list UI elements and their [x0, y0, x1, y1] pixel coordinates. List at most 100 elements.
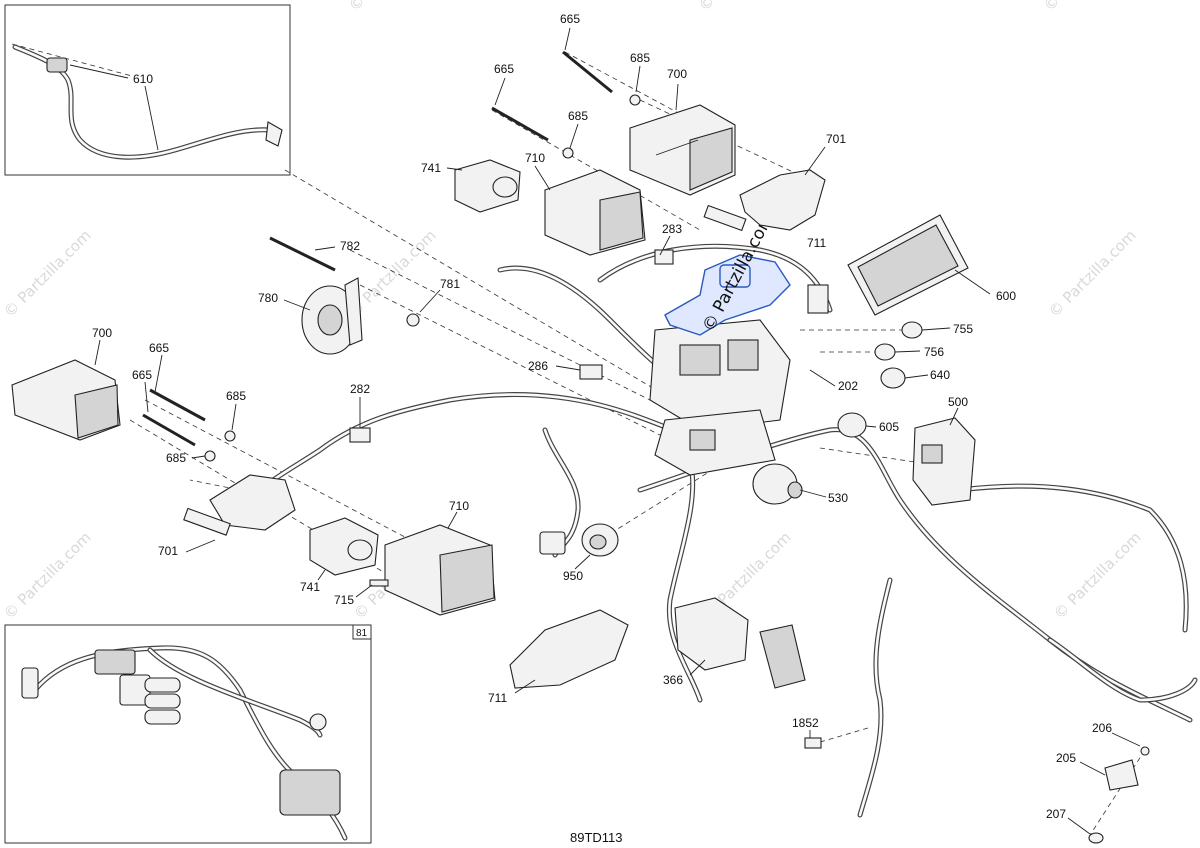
- dash-line: [349, 249, 691, 421]
- part-label-685: 685: [166, 451, 186, 465]
- part-label-665: 665: [132, 368, 152, 382]
- connector-366: [759, 624, 806, 689]
- watermark-text: © Partzilla.com: [1040, 0, 1135, 15]
- part-label-710: 710: [525, 151, 545, 165]
- connector-cluster: [279, 769, 341, 816]
- leader-line: [689, 659, 706, 676]
- part-label-711: 711: [807, 236, 826, 250]
- part-label-600: 600: [996, 289, 1016, 303]
- washer-685: [562, 147, 574, 159]
- module-700-left: [11, 359, 121, 441]
- leader-line: [94, 339, 101, 366]
- module-face: [439, 544, 495, 613]
- dash-line: [11, 43, 133, 77]
- bolt-782: [269, 236, 336, 272]
- part-label-741: 741: [300, 580, 320, 594]
- bracket-arm: [703, 204, 747, 232]
- washer-207: [1088, 832, 1104, 844]
- part-label-206: 206: [1092, 721, 1112, 735]
- socket-core: [589, 534, 607, 550]
- leader-line: [514, 679, 536, 694]
- relay: [727, 339, 759, 371]
- bolt-665: [149, 388, 206, 422]
- leader-line: [446, 167, 463, 171]
- inset-label-box: [352, 624, 372, 640]
- module-366: [674, 597, 749, 671]
- screw-1852: [804, 737, 822, 749]
- connector: [21, 667, 39, 699]
- grommet-755: [901, 321, 923, 339]
- bracket-711-lower: [509, 609, 629, 689]
- connector: [265, 121, 283, 147]
- part-label-205: 205: [1056, 751, 1076, 765]
- bracket-701-left: [183, 474, 296, 536]
- part-label-665: 665: [560, 12, 580, 26]
- leader-line: [564, 27, 571, 51]
- part-530: [752, 463, 803, 505]
- part-label-640: 640: [930, 368, 950, 382]
- display-600: [847, 214, 969, 316]
- dash-line: [359, 284, 691, 451]
- washer-685: [224, 430, 236, 442]
- module-rib: [655, 139, 699, 156]
- module-face: [74, 384, 119, 439]
- relay-741: [454, 159, 521, 213]
- leader-line: [355, 584, 373, 598]
- bolt-665: [491, 106, 549, 142]
- bracket-701: [739, 169, 826, 231]
- part-605: [837, 412, 867, 438]
- connector-286: [579, 364, 603, 380]
- part-label-715: 715: [334, 593, 354, 607]
- relay: [689, 429, 716, 451]
- module-700-top: [629, 104, 736, 196]
- switch-housing: [912, 417, 976, 506]
- part-label-710: 710: [449, 499, 469, 513]
- leader-line: [1111, 732, 1141, 747]
- display-screen: [857, 224, 959, 307]
- leader-line: [494, 77, 506, 106]
- relay-port: [492, 176, 518, 198]
- connector-plug: [144, 693, 181, 709]
- part-label-701: 701: [826, 132, 846, 146]
- part-640: [880, 367, 906, 389]
- connector: [46, 57, 68, 73]
- part-label-282: 282: [350, 382, 370, 396]
- connector-plug: [144, 677, 181, 693]
- relay-741-top: [454, 159, 521, 213]
- leader-line: [191, 455, 206, 459]
- leader-line: [317, 569, 326, 581]
- dash-line: [491, 109, 701, 231]
- grommet-756: [874, 343, 896, 361]
- connector-282: [349, 427, 371, 443]
- part-label-741: 741: [421, 161, 441, 175]
- connector-plug: [144, 709, 181, 725]
- part-label-756: 756: [924, 345, 944, 359]
- part-label-500: 500: [948, 395, 968, 409]
- relay: [679, 344, 721, 376]
- module-710-lower: [384, 524, 496, 616]
- dash-line: [1089, 749, 1146, 836]
- bolt-665: [142, 413, 196, 447]
- nut-206: [1140, 746, 1150, 756]
- leader-line: [949, 407, 959, 426]
- relay-741: [309, 517, 379, 576]
- fuse-box-cluster: [649, 319, 791, 476]
- washer-685: [204, 450, 216, 462]
- bolt-665: [562, 50, 613, 94]
- relay-port: [347, 539, 373, 561]
- dash-line: [284, 169, 691, 411]
- bracket-arm: [183, 507, 231, 536]
- watermark-text: © Partzilla.com: [345, 0, 440, 15]
- leader-line: [921, 327, 951, 331]
- part-label-207: 207: [1046, 807, 1066, 821]
- connector: [539, 531, 566, 555]
- part-label-780: 780: [258, 291, 278, 305]
- module-face: [599, 191, 644, 251]
- leader-line: [894, 350, 921, 353]
- switch-button: [921, 444, 943, 464]
- watermark-text: © Partzilla.com: [695, 0, 790, 15]
- horn-780: [301, 277, 363, 355]
- leader-line: [555, 365, 581, 371]
- part-label-1852: 1852: [792, 716, 819, 730]
- leader-line: [69, 64, 129, 79]
